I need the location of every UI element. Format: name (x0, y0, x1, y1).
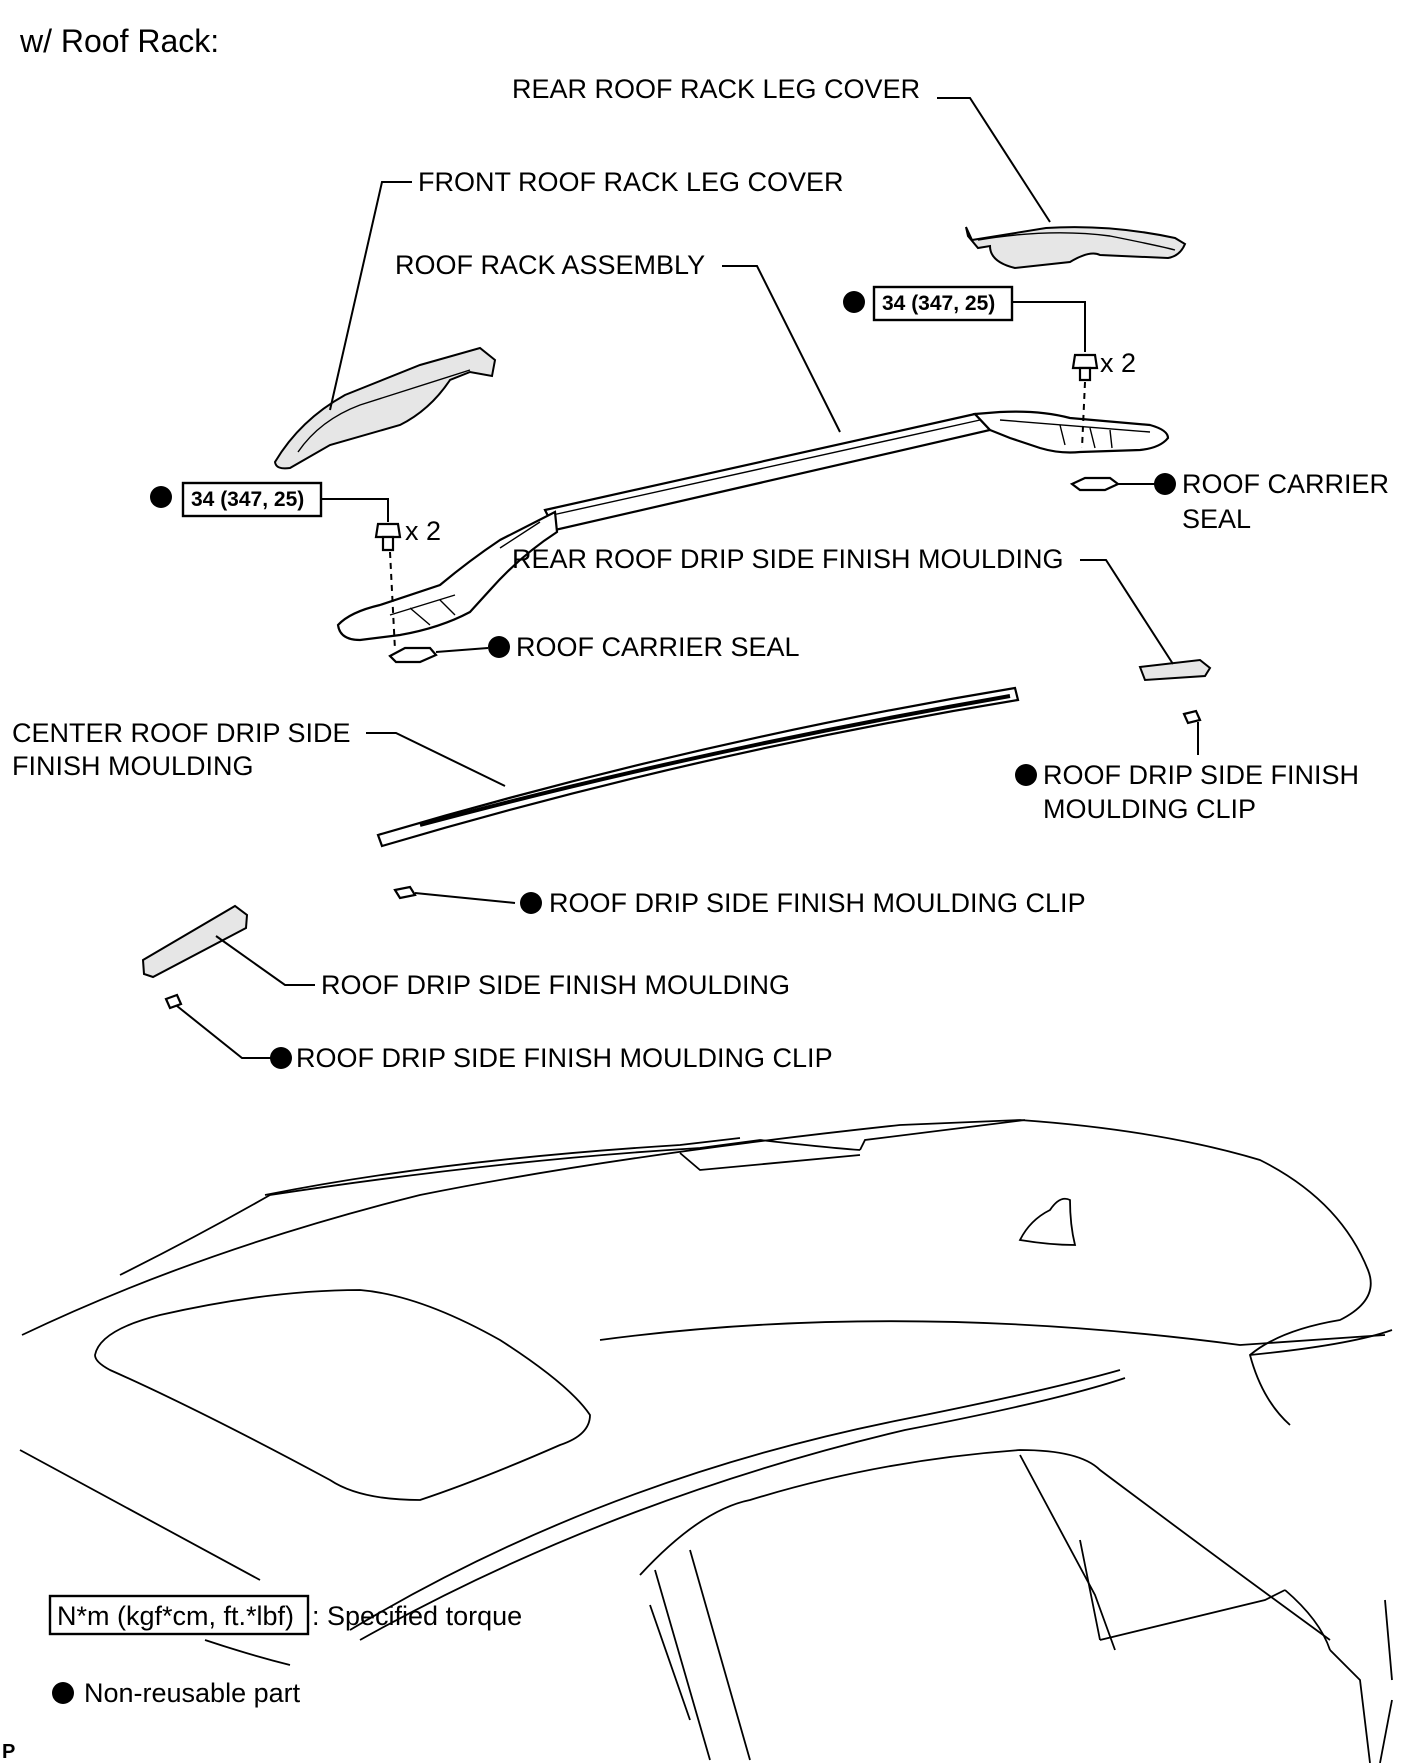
leader-roof-rack-assembly (722, 265, 841, 433)
non-reusable-dot-carrier-seal-rear (1154, 473, 1176, 495)
quantity-front: x 2 (405, 516, 441, 546)
bolt-front (374, 522, 402, 552)
label-rear-clip-l2: MOULDING CLIP (1043, 794, 1256, 824)
center-drip-moulding-part (376, 686, 1020, 848)
bolt-axis-front (389, 551, 396, 651)
leader-front-leg-cover (329, 181, 412, 411)
leader-front-drip-moulding (215, 935, 315, 986)
legend-non-reusable-dot (52, 1682, 74, 1704)
rear-leg-cover-part (965, 226, 1187, 270)
roof-carrier-seal-rear-part (1069, 476, 1121, 492)
non-reusable-dot-rear-bolt (843, 291, 865, 313)
label-rear-leg-cover: REAR ROOF RACK LEG COVER (512, 74, 920, 104)
bolt-axis-rear (1081, 381, 1086, 449)
torque-box-front (181, 481, 323, 518)
torque-box-rear (872, 285, 1014, 322)
non-reusable-dot-front-bolt (150, 486, 172, 508)
legend-torque-box (48, 1594, 310, 1636)
roof-carrier-seal-front-part (388, 646, 438, 664)
non-reusable-dot-center-clip (520, 892, 542, 914)
non-reusable-dot-rear-clip (1015, 764, 1037, 786)
leader-torque-front (321, 498, 389, 522)
label-center-clip: ROOF DRIP SIDE FINISH MOULDING CLIP (549, 888, 1086, 918)
torque-value-rear: 34 (347, 25) (882, 292, 995, 315)
center-clip-part (393, 885, 417, 900)
leader-rear-leg-cover (937, 97, 1051, 223)
non-reusable-dot-carrier-seal-front (488, 636, 510, 658)
legend-non-reusable: Non-reusable part (84, 1678, 301, 1708)
label-roof-rack-assembly: ROOF RACK ASSEMBLY (395, 250, 705, 280)
rear-drip-moulding-part (1138, 658, 1212, 682)
label-center-drip-moulding-l2: FINISH MOULDING (12, 751, 254, 781)
label-rear-clip-l1: ROOF DRIP SIDE FINISH (1043, 760, 1359, 790)
legend-torque-desc: : Specified torque (312, 1601, 522, 1631)
rear-clip-part (1182, 709, 1202, 725)
label-front-leg-cover: FRONT ROOF RACK LEG COVER (418, 167, 844, 197)
front-drip-moulding-part (141, 904, 249, 979)
quantity-rear: x 2 (1100, 348, 1136, 378)
roof-rack-assembly-part (336, 410, 1170, 642)
leader-carrier-seal-front (435, 647, 489, 653)
non-reusable-dot-front-clip (270, 1047, 292, 1069)
label-center-drip-moulding-l1: CENTER ROOF DRIP SIDE (12, 718, 351, 748)
leader-rear-drip-moulding (1080, 559, 1174, 665)
leader-center-drip-moulding (366, 732, 506, 787)
leader-torque-rear (1012, 301, 1086, 352)
leader-front-clip (176, 1005, 272, 1059)
torque-value-front: 34 (347, 25) (191, 488, 304, 511)
front-clip-part (164, 993, 183, 1010)
header-title: w/ Roof Rack: (19, 23, 219, 59)
vehicle-roof-illustration (19, 1119, 1393, 1763)
label-rear-drip-moulding: REAR ROOF DRIP SIDE FINISH MOULDING (512, 544, 1064, 574)
leader-center-clip (414, 892, 516, 904)
label-front-clip: ROOF DRIP SIDE FINISH MOULDING CLIP (296, 1043, 833, 1073)
label-carrier-seal-rear-l1: ROOF CARRIER (1182, 469, 1389, 499)
bolt-rear (1071, 353, 1099, 382)
front-leg-cover-part (273, 346, 497, 470)
label-front-drip-moulding: ROOF DRIP SIDE FINISH MOULDING (321, 970, 790, 1000)
label-carrier-seal-rear-l2: SEAL (1182, 504, 1251, 534)
corner-mark: P (2, 1741, 15, 1763)
legend-torque-unit: N*m (kgf*cm, ft.*lbf) (57, 1601, 294, 1631)
label-carrier-seal-front: ROOF CARRIER SEAL (516, 632, 800, 662)
